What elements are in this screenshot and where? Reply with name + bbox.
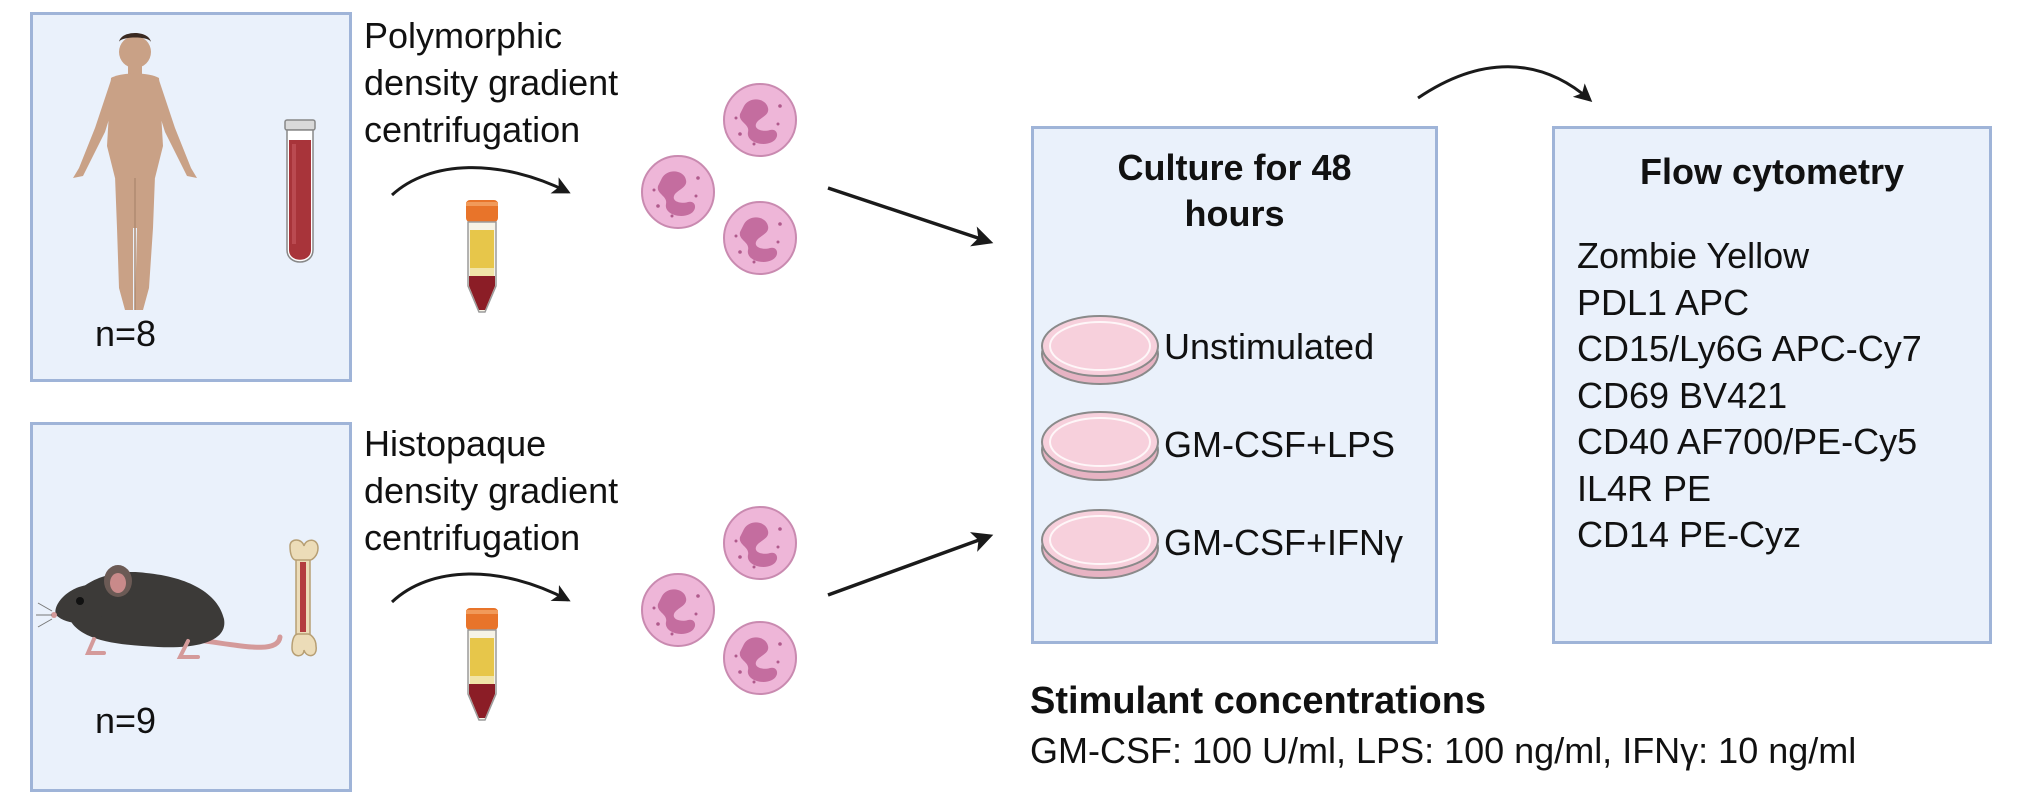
petri-dish-icon [1041, 315, 1159, 385]
marker-list: Zombie Yellow PDL1 APC CD15/Ly6G APC-Cy7… [1577, 233, 1922, 559]
culture-title-line-2: hours [1184, 193, 1285, 234]
blood-tube-icon [284, 119, 316, 263]
marker-item: CD69 BV421 [1577, 374, 1788, 416]
flow-cytometry-box: Flow cytometry Zombie Yellow PDL1 APC CD… [1552, 126, 1992, 644]
flow-title: Flow cytometry [1639, 151, 1905, 192]
human-method-line-2: density gradient [364, 62, 619, 103]
stimulant-note-title: Stimulant concentrations [1030, 680, 1487, 722]
mouse-method-line-1: Histopaque [364, 423, 547, 464]
marker-item: CD14 PE-Cyz [1577, 514, 1802, 555]
mouse-method-line-3: centrifugation [364, 517, 581, 558]
human-method-line-1: Polymorphic [364, 15, 563, 56]
human-method-line-3: centrifugation [364, 109, 581, 150]
marker-item: IL4R PE [1577, 467, 1712, 509]
arrow-culture-to-flow [1417, 65, 1593, 102]
mouse-method-line-2: density gradient [364, 470, 619, 511]
stimulant-note-text: GM-CSF: 100 U/ml, LPS: 100 ng/ml, IFNγ: … [1030, 730, 1857, 771]
arrow-to-culture-top [827, 186, 994, 247]
marker-item: Zombie Yellow [1577, 235, 1810, 276]
mouse-n-label: n=9 [95, 700, 157, 741]
human-n-label: n=8 [95, 313, 157, 354]
marker-item: CD40 AF700/PE-Cy5 [1577, 421, 1918, 462]
condition-label-gmcsf-ifng: GM-CSF+IFNγ [1164, 522, 1403, 563]
marker-item: CD15/Ly6G APC-Cy7 [1577, 328, 1922, 369]
petri-dish-icon [1041, 411, 1159, 481]
culture-title-line-1: Culture for 48 [1117, 147, 1352, 188]
arrow-to-culture-bottom [827, 532, 994, 597]
condition-label-gmcsf-lps: GM-CSF+LPS [1164, 424, 1396, 465]
marker-item: PDL1 APC [1577, 281, 1750, 323]
petri-dish-icon [1041, 509, 1159, 579]
condition-label-unstimulated: Unstimulated [1164, 326, 1375, 367]
mouse-icon [36, 565, 283, 659]
bone-icon [289, 539, 319, 657]
human-figure-icon [73, 33, 197, 310]
